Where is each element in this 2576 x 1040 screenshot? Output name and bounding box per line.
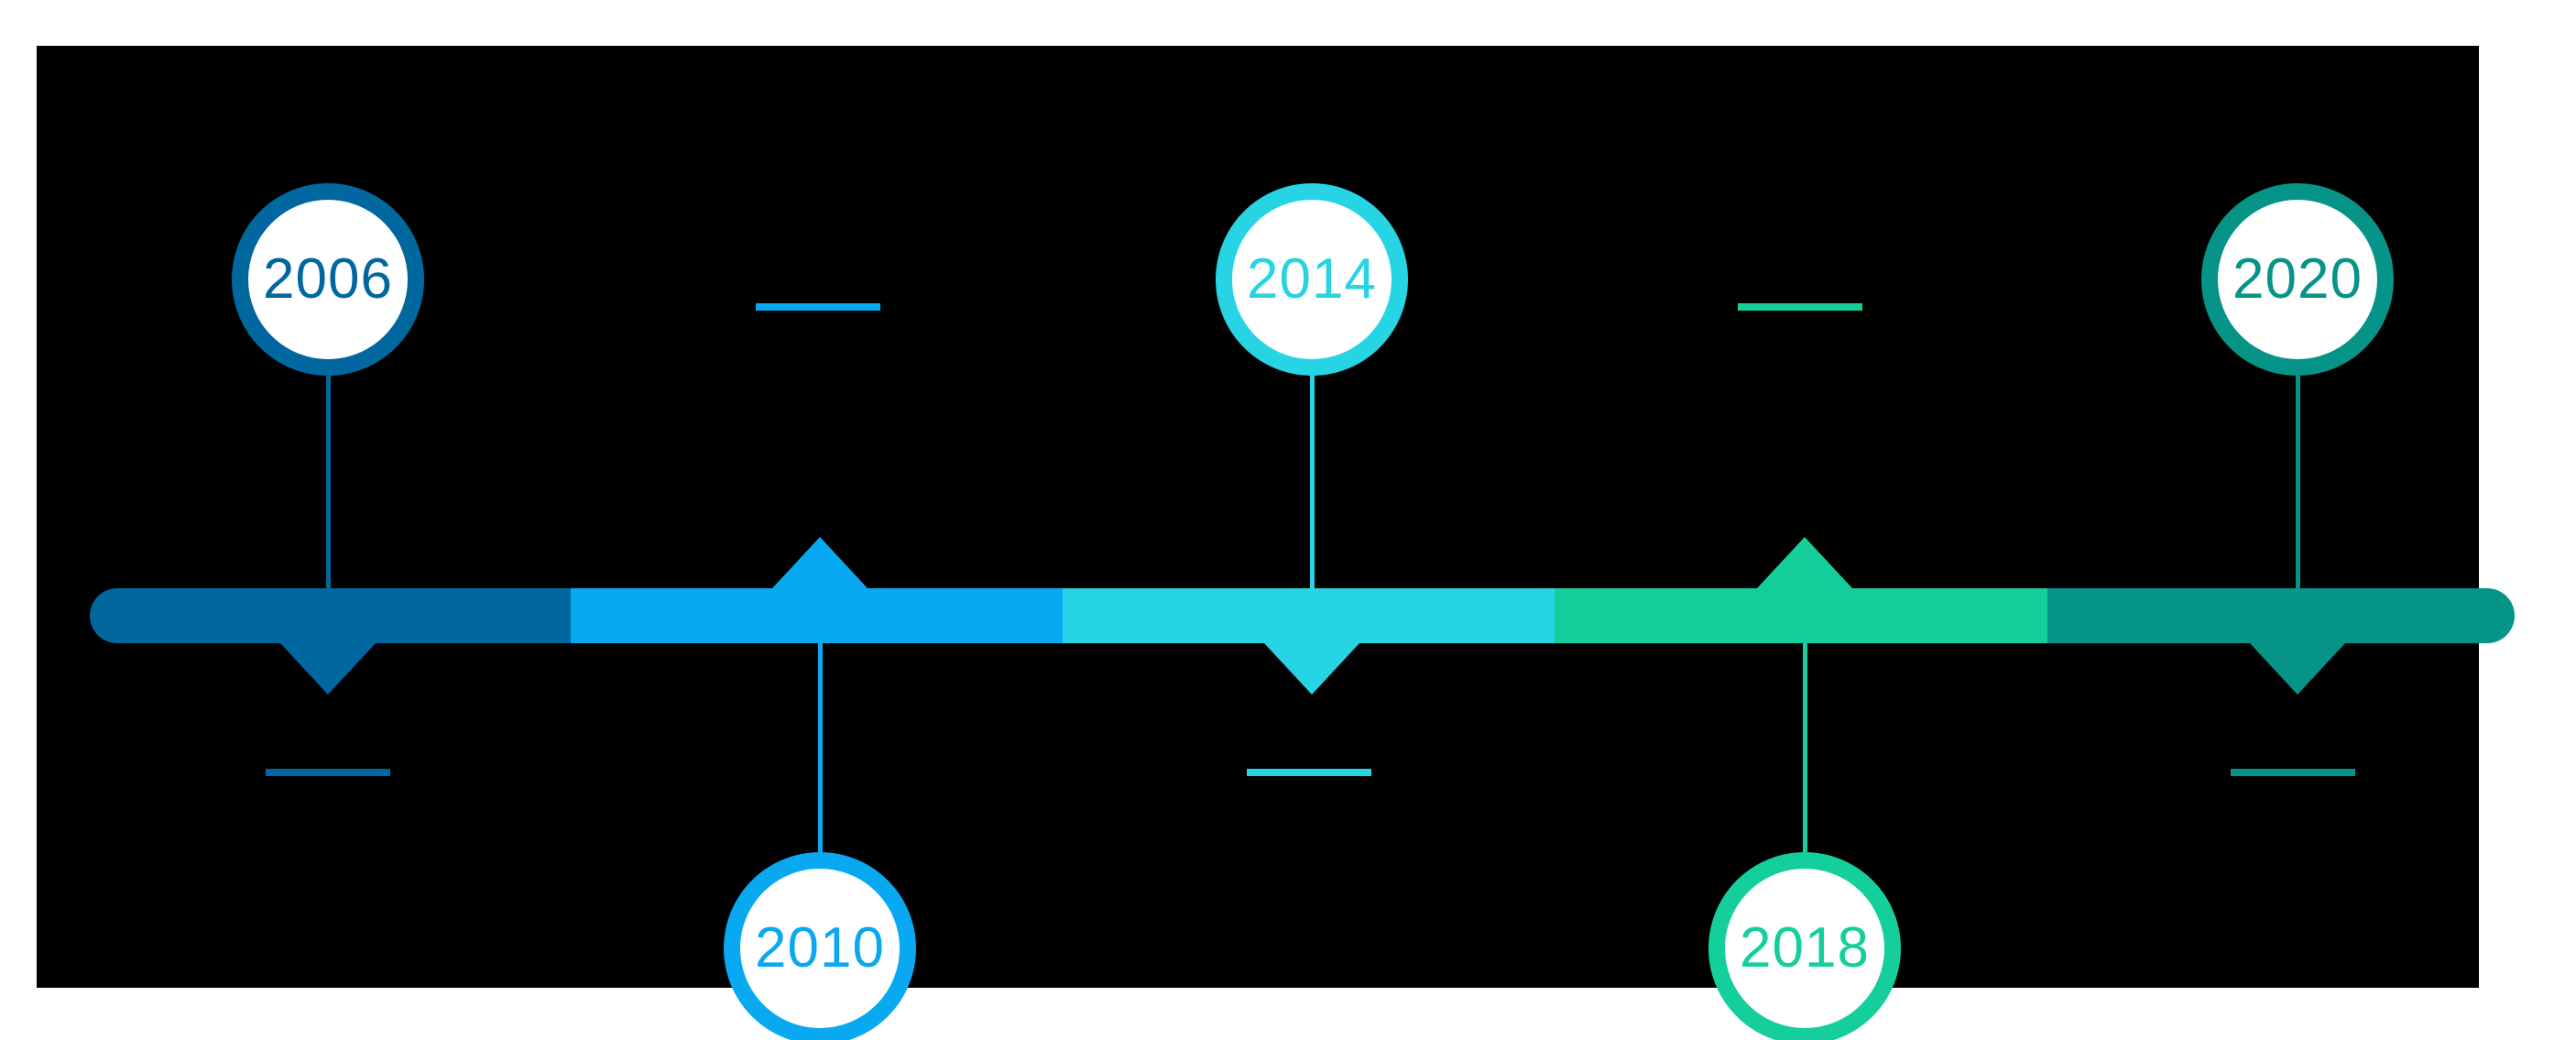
caption-rule-2020: [2231, 769, 2355, 776]
bar-segment-2018[interactable]: [1555, 588, 2047, 643]
bar-segment-2020[interactable]: [2047, 588, 2515, 643]
marker-stem-2018: [1802, 640, 1807, 859]
year-label-2020: 2020: [2232, 247, 2363, 311]
year-label-2014: 2014: [1247, 247, 1377, 311]
marker-pointer-2014: [1264, 643, 1359, 695]
marker-pointer-2010: [772, 537, 868, 588]
bar-segment-2014[interactable]: [1063, 588, 1555, 643]
timeline-bar: [90, 588, 2515, 643]
year-label-2006: 2006: [263, 247, 393, 311]
caption-rule-2010: [756, 303, 880, 311]
year-label-2010: 2010: [755, 916, 885, 980]
marker-pointer-2020: [2250, 643, 2345, 695]
year-label-2018: 2018: [1740, 916, 1870, 980]
marker-stem-2014: [1309, 376, 1315, 592]
marker-pointer-2006: [280, 643, 376, 695]
year-bubble-2020[interactable]: 2020: [2201, 183, 2394, 376]
marker-pointer-2018: [1757, 537, 1852, 588]
year-bubble-2018[interactable]: 2018: [1708, 852, 1901, 1040]
year-bubble-2014[interactable]: 2014: [1216, 183, 1408, 376]
marker-stem-2010: [817, 640, 823, 859]
marker-stem-2020: [2295, 376, 2300, 592]
bar-segment-2010[interactable]: [571, 588, 1063, 643]
caption-rule-2018: [1738, 303, 1862, 311]
caption-rule-2014: [1247, 769, 1371, 776]
artboard: 2006 2010 2014 2018 2020: [37, 46, 2515, 1040]
marker-stem-2006: [325, 376, 331, 592]
year-bubble-2010[interactable]: 2010: [724, 852, 916, 1040]
bar-segment-2006[interactable]: [90, 588, 571, 643]
year-bubble-2006[interactable]: 2006: [232, 183, 424, 376]
caption-rule-2006: [266, 769, 390, 776]
